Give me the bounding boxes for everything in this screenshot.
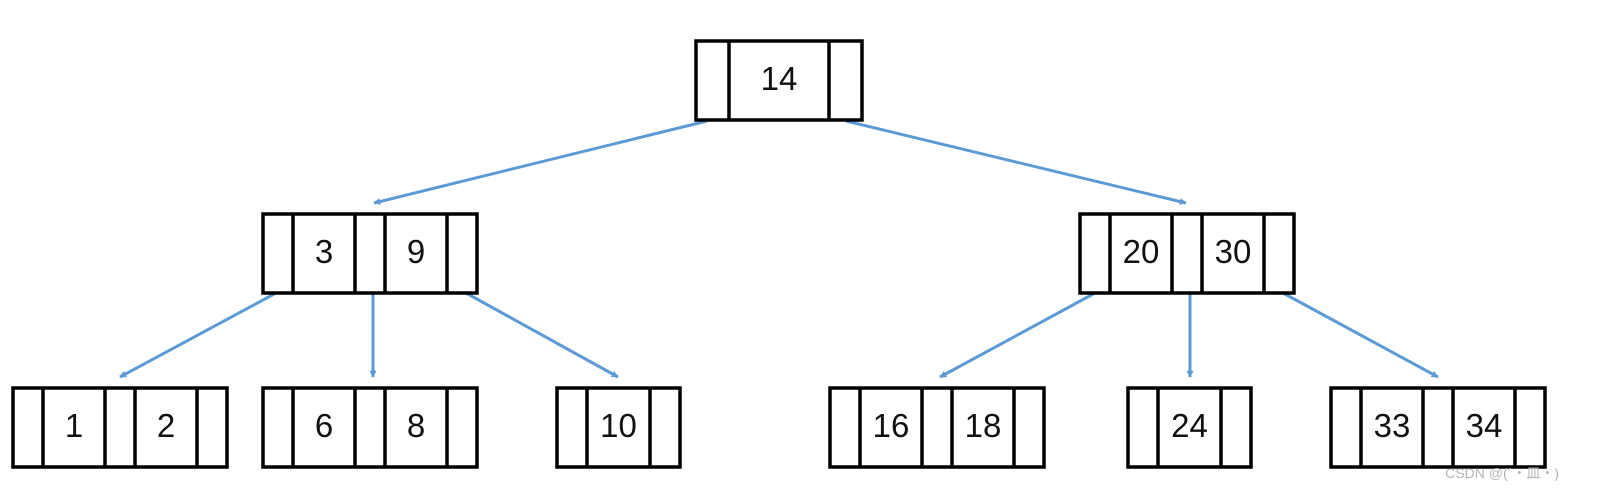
node-key-10: 10	[600, 407, 637, 444]
node-leaf-33-34: 33 34	[1329, 386, 1547, 469]
node-key-9: 9	[407, 233, 425, 270]
node-frame	[1329, 386, 1547, 469]
node-key-30: 30	[1215, 233, 1252, 270]
node-frame	[555, 386, 682, 469]
edge-right-to-leaf-33-34	[1282, 291, 1439, 379]
edges-layer	[119, 119, 1439, 379]
edge-root-to-left	[373, 119, 708, 205]
node-key-16: 16	[873, 407, 910, 444]
node-frame	[11, 386, 229, 469]
node-key-24: 24	[1171, 407, 1208, 444]
node-key-2: 2	[157, 407, 175, 444]
node-key-18: 18	[965, 407, 1002, 444]
node-key-8: 8	[407, 407, 425, 444]
node-frame	[261, 212, 479, 295]
watermark: CSDN @(´・皿・)	[1445, 465, 1559, 481]
node-key-34: 34	[1466, 407, 1503, 444]
node-frame	[828, 386, 1046, 469]
edge-left-to-leaf-1-2	[119, 291, 277, 379]
node-leaf-24: 24	[1126, 386, 1253, 469]
node-key-33: 33	[1374, 407, 1411, 444]
node-frame	[1078, 212, 1296, 295]
node-key-14: 14	[761, 60, 798, 97]
node-key-6: 6	[315, 407, 333, 444]
node-leaf-10: 10	[555, 386, 682, 469]
node-frame	[261, 386, 479, 469]
node-key-3: 3	[315, 233, 333, 270]
edge-right-to-leaf-16-18	[939, 291, 1096, 379]
node-frame	[1126, 386, 1253, 469]
node-key-1: 1	[65, 407, 83, 444]
edge-left-to-leaf-10	[465, 291, 619, 379]
edge-root-to-right	[845, 119, 1187, 205]
node-frame	[694, 39, 864, 122]
node-root: 14	[694, 39, 864, 122]
node-key-20: 20	[1123, 233, 1160, 270]
